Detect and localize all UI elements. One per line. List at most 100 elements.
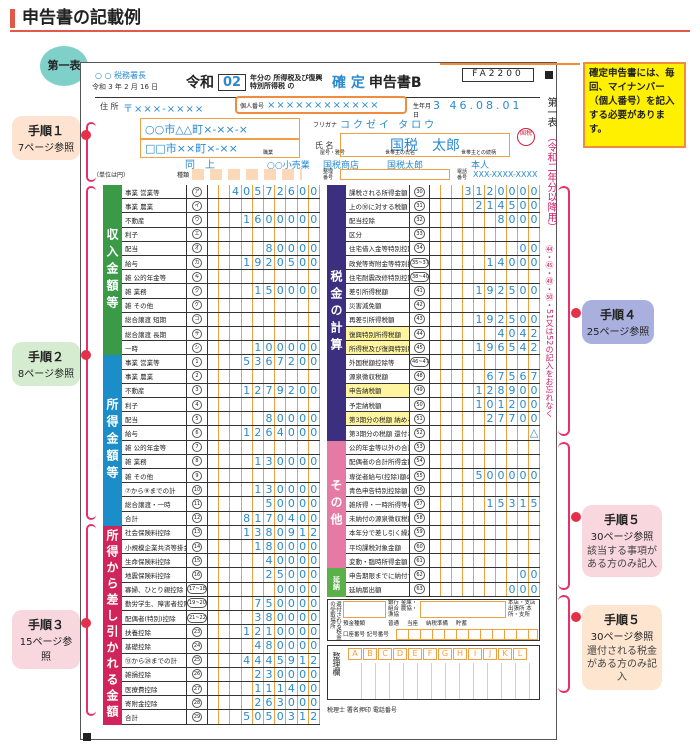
amount-field[interactable]	[430, 440, 540, 454]
relation-field[interactable]: 本人	[471, 161, 490, 171]
digit-cell	[452, 227, 463, 241]
name-field[interactable]: 国税 太郎	[340, 133, 510, 157]
jan1-address-field[interactable]: 同 上	[185, 160, 215, 171]
kind-futsu[interactable]: 普通	[388, 621, 400, 627]
bank-name-field[interactable]	[343, 601, 386, 618]
amount-field[interactable]	[208, 227, 320, 241]
amount-field[interactable]	[208, 298, 320, 312]
year-field[interactable]: 02	[218, 73, 246, 91]
amount-field[interactable]	[430, 454, 540, 468]
amount-field[interactable]	[430, 554, 540, 568]
kind-chochiku[interactable]: 貯蓄	[456, 621, 468, 627]
amount-field[interactable]	[430, 483, 540, 497]
amount-field[interactable]	[430, 355, 540, 369]
type-circles[interactable]	[192, 169, 302, 180]
digit-cell	[219, 625, 231, 639]
account-number-field[interactable]	[396, 629, 538, 640]
amount-field[interactable]	[208, 440, 320, 454]
householder-field[interactable]: 国税太郎	[387, 161, 424, 171]
amount-field[interactable]	[208, 327, 320, 341]
seiri-code-box: F	[423, 648, 437, 660]
kind-toza[interactable]: 当座	[407, 621, 419, 627]
digit-cell: 0	[286, 625, 298, 639]
shop-field[interactable]: 国税商店	[323, 161, 360, 171]
amount-field[interactable]	[208, 469, 320, 483]
amount-field[interactable]: △	[430, 426, 540, 440]
postal-code-field[interactable]: 〒×××-××××	[123, 104, 205, 115]
digit-cell	[452, 256, 463, 270]
digit-cell	[219, 554, 231, 568]
amount-field[interactable]	[208, 398, 320, 412]
occupation-field[interactable]: ○○小売業	[267, 161, 310, 171]
birthdate-field[interactable]: 3 46.08.01	[433, 99, 523, 112]
amount-field[interactable]	[208, 369, 320, 383]
amount-field[interactable]	[208, 199, 320, 213]
business-address-field[interactable]: □□市××町×-××	[140, 138, 300, 158]
furigana-field[interactable]: コクゼイ タロウ	[340, 120, 438, 131]
digit-cell	[430, 341, 441, 355]
amount-field[interactable]	[430, 227, 540, 241]
amount-field[interactable]	[430, 525, 540, 539]
branch-name-field[interactable]	[420, 601, 506, 618]
digit-cell: 0	[286, 341, 298, 355]
amount-field[interactable]	[430, 540, 540, 554]
row-number: 59	[410, 525, 430, 539]
mynumber-field[interactable]: ××××××××××××	[267, 99, 380, 111]
phone-field[interactable]: XXX-XXXX-XXXX	[473, 170, 538, 179]
address-field[interactable]: ○○市△△町×-××-×	[140, 118, 300, 140]
amount-field[interactable]	[430, 270, 540, 284]
amount-field[interactable]	[208, 312, 320, 326]
amount-field[interactable]	[430, 298, 540, 312]
amount-field[interactable]	[208, 270, 320, 284]
amount-field[interactable]	[430, 511, 540, 525]
digit-cell: 9	[286, 653, 298, 667]
kind-nozei[interactable]: 納税準備	[426, 621, 449, 627]
